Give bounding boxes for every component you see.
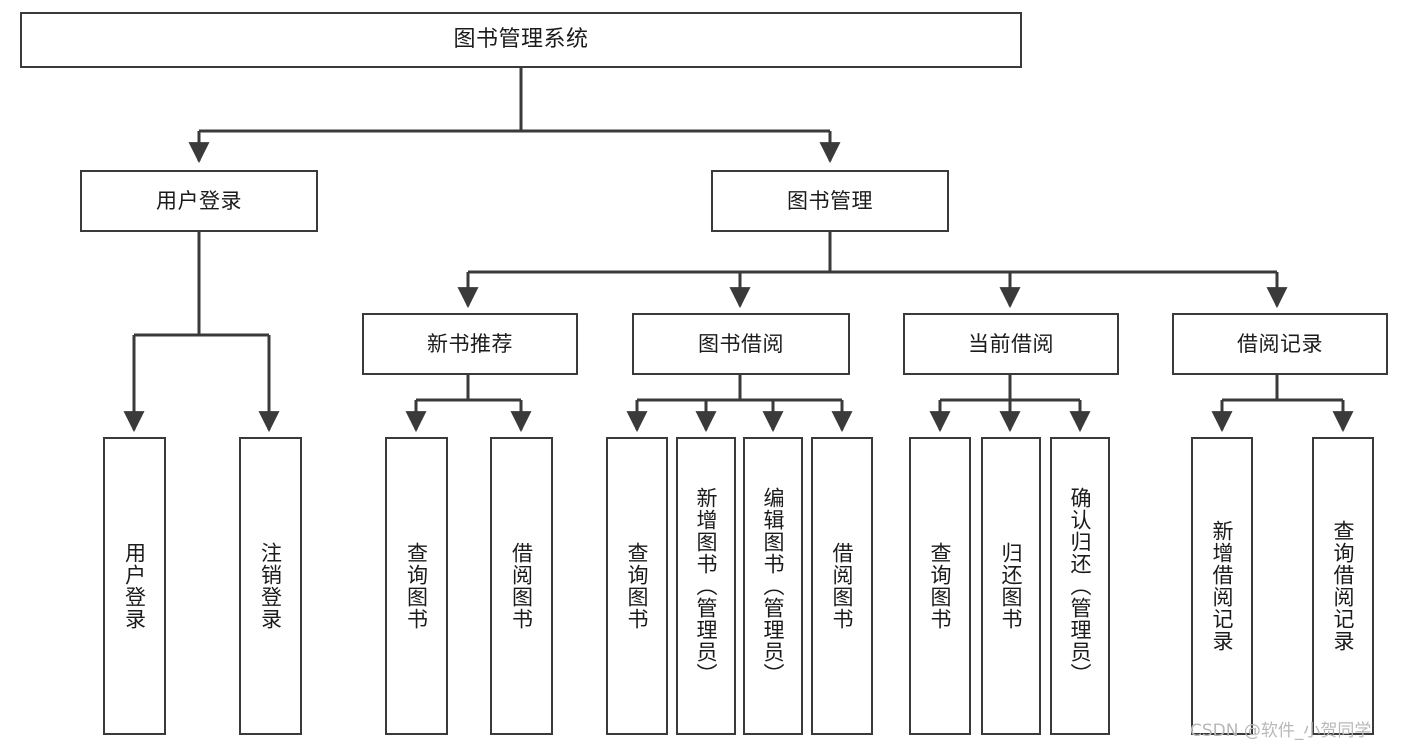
node-label: 借阅图书 <box>830 542 855 630</box>
node-borrow-record[interactable]: 借阅记录 <box>1172 313 1388 375</box>
node-label: 查询借阅记录 <box>1331 520 1356 652</box>
leaf-current-borrow-query[interactable]: 查询图书 <box>909 437 971 735</box>
leaf-new-book-query[interactable]: 查询图书 <box>385 437 448 735</box>
node-label: 查询图书 <box>404 542 429 630</box>
leaf-user-login-login[interactable]: 用户登录 <box>103 437 166 735</box>
node-book-management[interactable]: 图书管理 <box>711 170 949 232</box>
node-new-book-recommend[interactable]: 新书推荐 <box>362 313 578 375</box>
node-book-borrow[interactable]: 图书借阅 <box>632 313 850 375</box>
node-label: 用户登录 <box>122 542 147 630</box>
node-label: 新增图书（管理员） <box>694 487 719 685</box>
node-label: 借阅图书 <box>509 542 534 630</box>
node-label: 图书管理 <box>787 188 873 213</box>
node-label: 查询图书 <box>928 542 953 630</box>
node-user-login[interactable]: 用户登录 <box>80 170 318 232</box>
leaf-book-borrow-edit[interactable]: 编辑图书（管理员） <box>743 437 803 735</box>
node-label: 归还图书 <box>999 542 1024 630</box>
node-label: 借阅记录 <box>1237 331 1323 356</box>
node-label: 用户登录 <box>156 188 242 213</box>
leaf-borrow-record-query[interactable]: 查询借阅记录 <box>1312 437 1374 735</box>
leaf-book-borrow-add[interactable]: 新增图书（管理员） <box>676 437 736 735</box>
node-label: 图书借阅 <box>698 331 784 356</box>
leaf-user-login-logout[interactable]: 注销登录 <box>239 437 302 735</box>
leaf-new-book-borrow[interactable]: 借阅图书 <box>490 437 553 735</box>
node-label: 确认归还（管理员） <box>1068 487 1093 685</box>
leaf-current-borrow-return[interactable]: 归还图书 <box>981 437 1041 735</box>
csdn-watermark: CSDN @软件_小贺同学 <box>1190 721 1372 741</box>
node-current-borrow[interactable]: 当前借阅 <box>903 313 1119 375</box>
leaf-book-borrow-borrow[interactable]: 借阅图书 <box>811 437 873 735</box>
node-label: 图书管理系统 <box>453 26 589 52</box>
node-label: 编辑图书（管理员） <box>761 487 786 685</box>
leaf-borrow-record-add[interactable]: 新增借阅记录 <box>1191 437 1253 735</box>
node-label: 新书推荐 <box>427 331 513 356</box>
node-label: 当前借阅 <box>968 331 1054 356</box>
node-root-system[interactable]: 图书管理系统 <box>20 12 1022 68</box>
node-label: 查询图书 <box>625 542 650 630</box>
leaf-book-borrow-query[interactable]: 查询图书 <box>606 437 668 735</box>
leaf-current-borrow-confirm-return[interactable]: 确认归还（管理员） <box>1050 437 1110 735</box>
node-label: 注销登录 <box>258 542 283 630</box>
node-label: 新增借阅记录 <box>1210 520 1235 652</box>
